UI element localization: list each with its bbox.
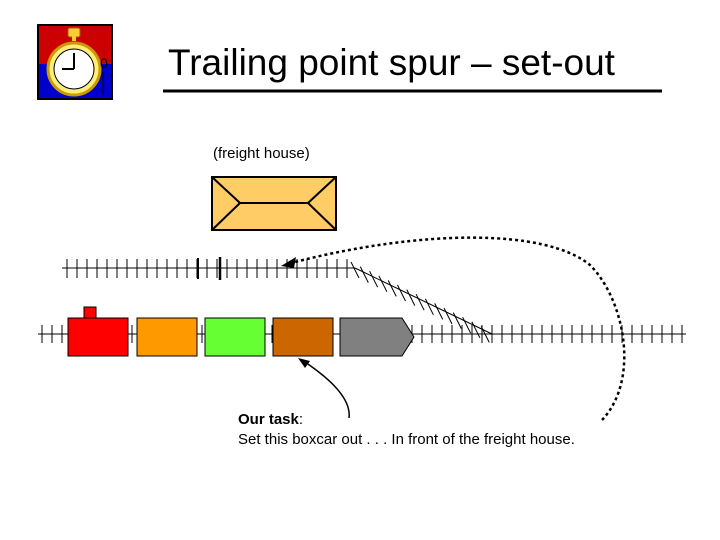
track-tie (354, 267, 493, 335)
freight-house-label: (freight house) (213, 145, 310, 162)
task-colon: : (298, 411, 304, 428)
track-tie (369, 270, 379, 288)
car-orange (136, 317, 198, 357)
spur-track (62, 257, 355, 280)
track-tie (424, 298, 434, 316)
boxcar-pointer-arrow (298, 358, 350, 419)
svg-text:0: 0 (100, 55, 108, 71)
track-tie (359, 266, 369, 283)
stopwatch-logo-icon: 0 (37, 24, 113, 100)
track-tie (397, 284, 406, 302)
track-tie (452, 312, 462, 329)
dotted-arrow (281, 236, 626, 421)
locomotive (67, 317, 129, 357)
boxcar-target (272, 317, 334, 357)
locomotive-cab (83, 306, 97, 319)
track-tie (415, 293, 425, 311)
track-tie (443, 307, 453, 325)
task-heading: Our task (238, 411, 299, 428)
track-tie (406, 289, 416, 306)
task-text: Set this boxcar out . . . In front of th… (238, 431, 575, 448)
car-gray-lead (339, 317, 415, 357)
freight-house (211, 176, 337, 231)
track-tie (387, 280, 397, 297)
track-tie (471, 321, 481, 339)
task-note: Our task: Set this boxcar out . . . In f… (238, 410, 575, 450)
turnout-ties (350, 261, 493, 343)
track-tie (434, 303, 444, 320)
track-tie (350, 261, 360, 279)
slide-title: Trailing point spur – set-out (168, 42, 615, 83)
track-tie (378, 275, 388, 293)
track-tie (462, 316, 472, 334)
train (67, 306, 415, 357)
car-green (204, 317, 266, 357)
